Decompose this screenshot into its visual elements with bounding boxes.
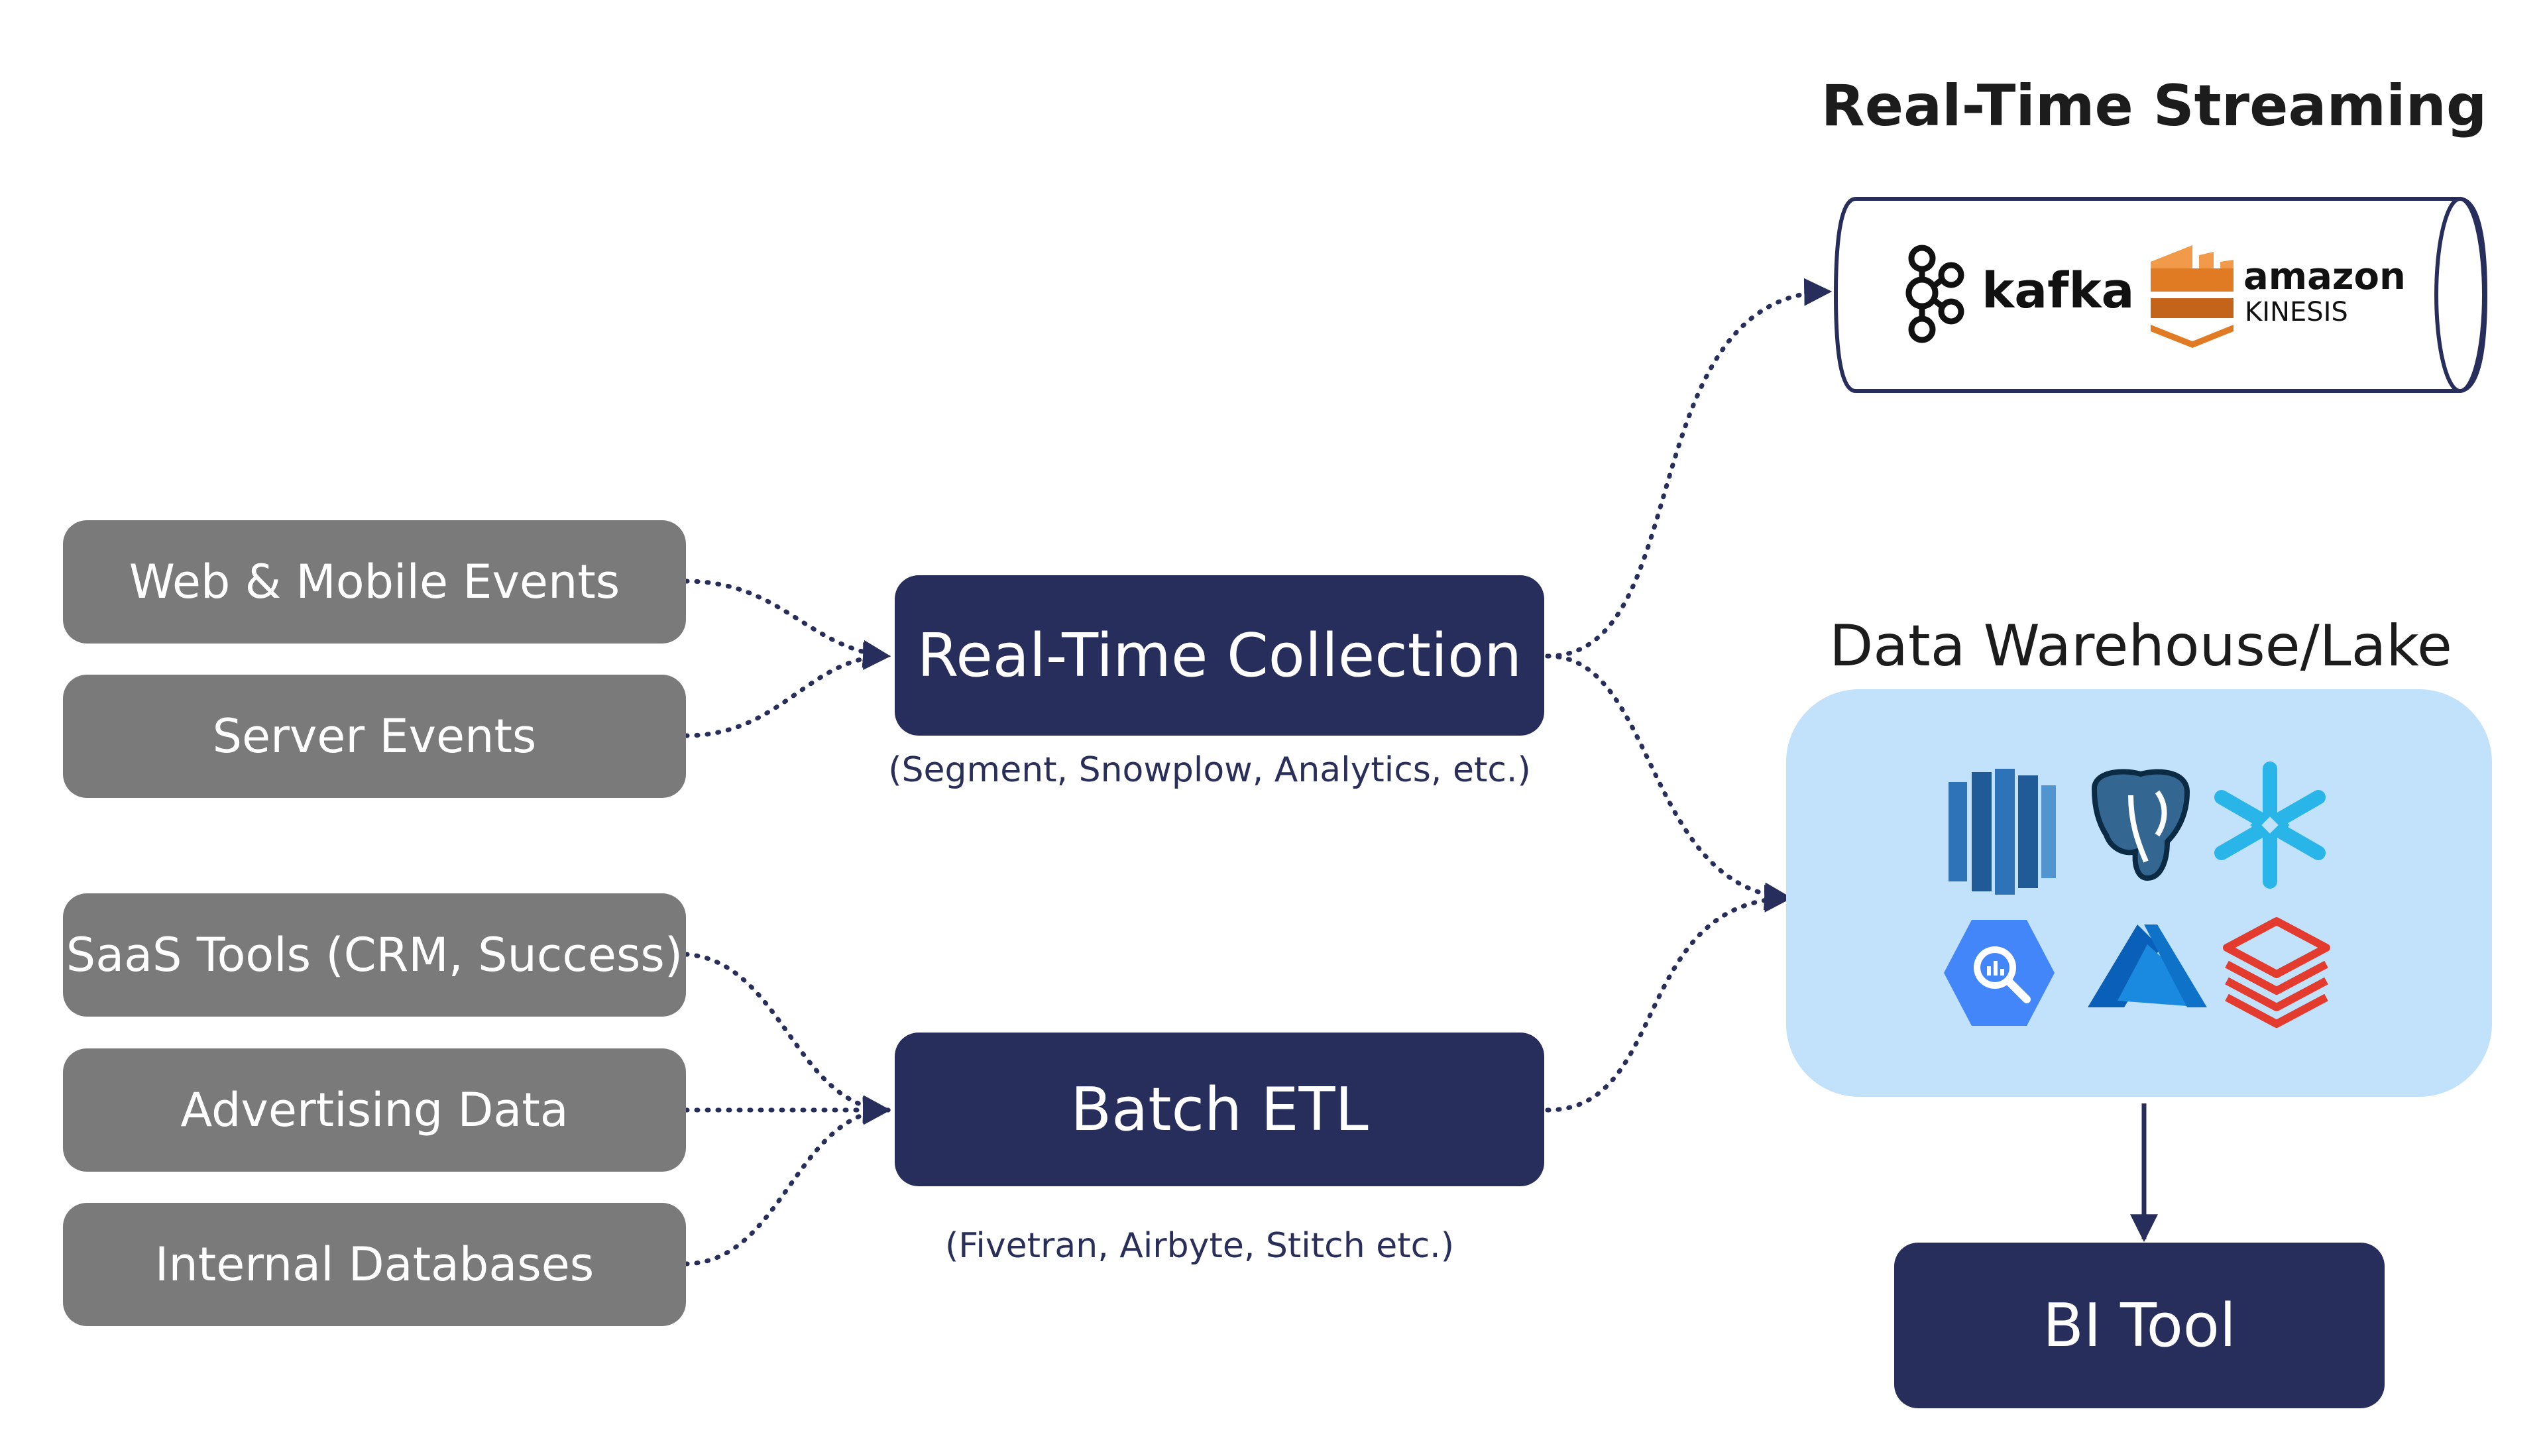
source-label: Web & Mobile Events [129,555,620,609]
amazon-wordmark: amazon [2243,255,2406,298]
realtime-collection-box: Real-Time Collection [895,575,1544,736]
redshift-icon [1949,769,2056,895]
databricks-icon [2223,917,2330,1028]
connector-saas-to-etl [683,952,891,1123]
source-label: Advertising Data [180,1083,569,1137]
bi-tool-label: BI Tool [2043,1290,2236,1361]
snowflake-icon [2214,761,2326,889]
source-internal-databases: Internal Databases [63,1203,686,1326]
bi-tool-box: BI Tool [1894,1243,2385,1408]
batch-etl-caption: (Fivetran, Airbyte, Stitch etc.) [945,1226,1454,1266]
source-server-events: Server Events [63,675,686,798]
kinesis-wordmark: KINESIS [2245,297,2348,327]
warehouse-container [1786,689,2492,1097]
connector-server-to-collection [683,642,891,738]
bigquery-icon [1944,920,2055,1026]
realtime-collection-label: Real-Time Collection [917,620,1522,691]
connector-web-to-collection [683,579,891,668]
source-label: Server Events [212,709,537,763]
batch-etl-box: Batch ETL [895,1033,1544,1186]
streaming-title: Real-Time Streaming [1821,73,2487,139]
warehouse-title: Data Warehouse/Lake [1829,613,2452,679]
source-label: SaaS Tools (CRM, Success) [66,928,683,982]
realtime-collection-caption: (Segment, Snowplow, Analytics, etc.) [888,750,1531,790]
source-advertising-data: Advertising Data [63,1048,686,1172]
kafka-icon [1905,245,1964,343]
connector-collection-to-warehouse [1545,653,1793,911]
kafka-wordmark: kafka [1982,262,2135,319]
batch-etl-label: Batch ETL [1070,1074,1369,1145]
amazon-kinesis-icon [2151,245,2234,348]
connector-collection-to-streaming [1545,278,1833,659]
source-saas-tools: SaaS Tools (CRM, Success) [63,893,686,1017]
postgresql-icon [2091,769,2190,881]
streaming-cylinder [1833,197,2488,393]
azure-icon [2088,924,2207,1007]
source-web-mobile-events: Web & Mobile Events [63,520,686,644]
source-label: Internal Databases [154,1237,594,1292]
connector-etl-to-warehouse [1545,884,1793,1113]
